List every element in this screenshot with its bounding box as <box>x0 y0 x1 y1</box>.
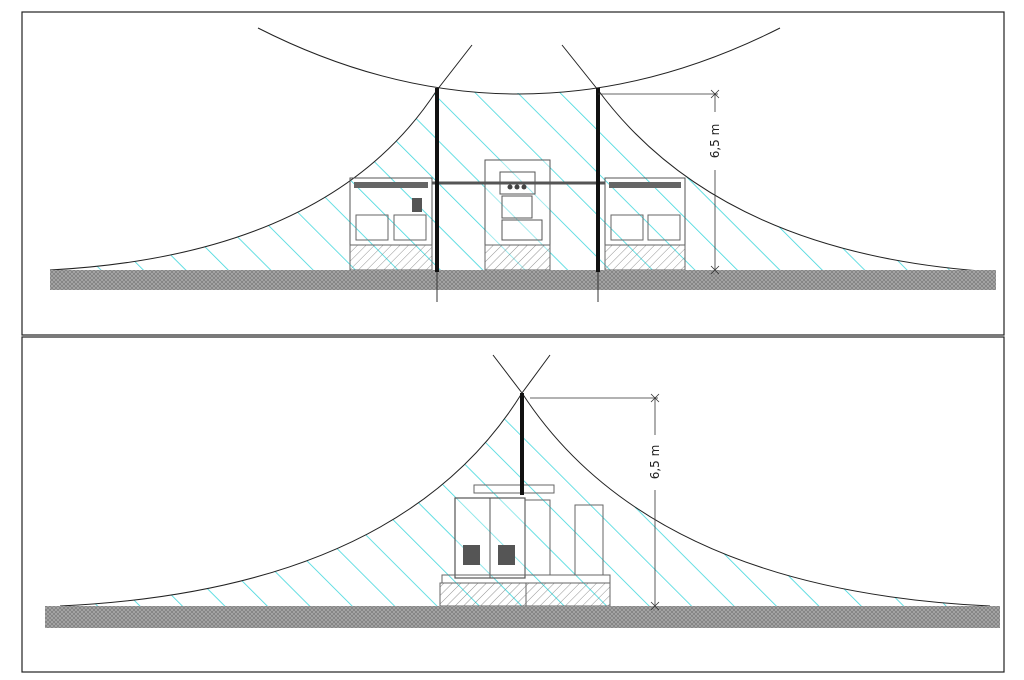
protection-curve-left <box>49 44 473 271</box>
protection-curve-right <box>561 44 996 273</box>
transformer-right <box>604 177 686 271</box>
ground <box>50 270 996 290</box>
top-elevation-panel: 6,5 m <box>21 11 1005 336</box>
height-dimension <box>598 89 720 275</box>
protection-zone-hatch <box>50 90 995 272</box>
protection-curve-right <box>492 354 991 607</box>
protection-curve-left <box>59 354 551 607</box>
dimension-label: 6,5 m <box>648 445 662 480</box>
protection-arc-top <box>257 27 781 95</box>
transformer-left <box>349 177 433 271</box>
panel-frame <box>21 11 1005 336</box>
dimension-label: 6,5 m <box>708 124 722 159</box>
switchgear-center <box>484 159 551 271</box>
ground <box>45 606 1000 628</box>
panel-frame <box>21 336 1005 673</box>
side-elevation-panel: 6,5 m <box>21 336 1005 673</box>
height-dimension <box>530 393 660 611</box>
